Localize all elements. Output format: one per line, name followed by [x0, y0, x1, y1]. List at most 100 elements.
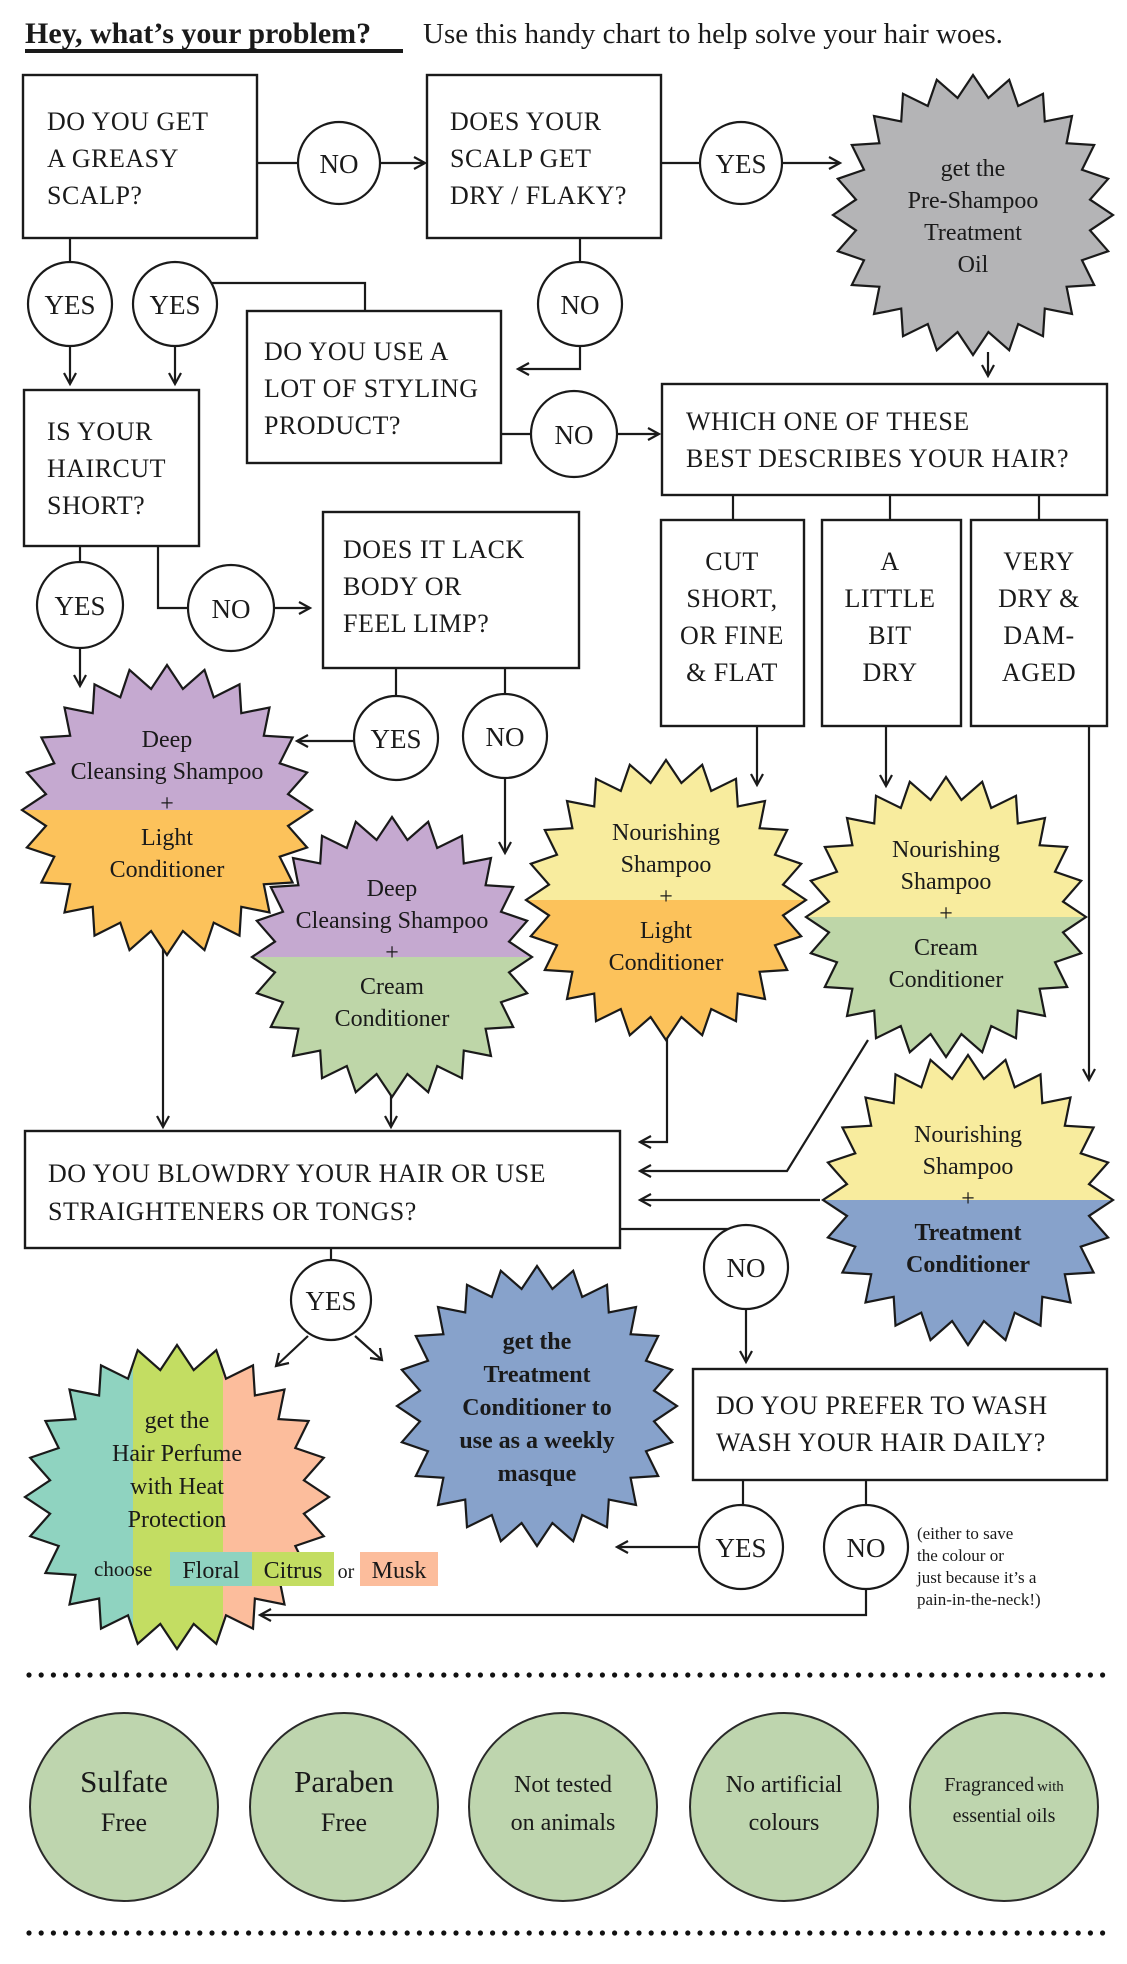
product-text: use as a weekly [459, 1428, 614, 1454]
connector-line [212, 281, 367, 311]
connector-line [156, 546, 188, 610]
separator-dot [514, 1930, 520, 1936]
separator-dot [502, 1672, 508, 1678]
header-subtitle: Use this handy chart to help solve your … [423, 18, 1003, 50]
starburst-outline [250, 815, 534, 1099]
separator-dot [770, 1672, 776, 1678]
starburst-outline [395, 1264, 679, 1548]
separator-dot [599, 1930, 606, 1936]
answer-no[interactable]: NO [822, 1503, 910, 1591]
separator-dot [734, 1672, 740, 1678]
badge-text-main: Fragranced [944, 1774, 1034, 1796]
product-text: Cleansing Shampoo [296, 908, 489, 934]
separator-dot [770, 1930, 776, 1936]
separator-dot [343, 1930, 349, 1936]
option-floral-label: Floral [182, 1558, 240, 1584]
or-label: or [338, 1561, 355, 1583]
answer-yes[interactable]: YES [131, 260, 219, 348]
question-text: WHICH ONE OF THESE [686, 407, 970, 436]
separator-dot [355, 1672, 361, 1678]
answer-no[interactable]: NO [529, 389, 619, 479]
header-title: Hey, what’s your problem? [25, 17, 371, 50]
arrow-down-icon [879, 774, 893, 789]
product-deep-cleansing-cream-conditioner: Deep Cleansing Shampoo + Cream Condition… [250, 815, 534, 1099]
separator-dot [978, 1672, 984, 1678]
arrow-left-icon [614, 1540, 629, 1554]
answer-label: NO [320, 149, 359, 179]
option-musk-label: Musk [372, 1558, 427, 1584]
separator-dot [1014, 1672, 1020, 1678]
answer-yes[interactable]: YES [26, 260, 114, 348]
product-text: Shampoo [923, 1154, 1014, 1180]
arrow-right-icon [647, 427, 662, 441]
separator-dot [99, 1930, 105, 1936]
option-cut-short[interactable]: CUT SHORT, OR FINE & FLAT [659, 518, 806, 728]
separator-dot [1002, 1930, 1008, 1936]
separator-dot [209, 1930, 215, 1936]
arrow-down-icon [168, 372, 182, 387]
answer-yes[interactable]: YES [697, 1503, 785, 1591]
answer-yes[interactable]: YES [698, 120, 784, 206]
dotted-separator-bottom [26, 1930, 1106, 1936]
question-text: DRY / FLAKY? [450, 181, 627, 210]
question-blowdry: DO YOU BLOWDRY YOUR HAIR OR USE STRAIGHT… [23, 1129, 622, 1250]
arrow-down-icon [384, 1115, 398, 1130]
product-text: get the [503, 1329, 572, 1355]
badge-text: Not tested [514, 1772, 612, 1798]
option-very-dry[interactable]: VERY DRY & DAM- AGED [969, 518, 1109, 728]
option-floral[interactable]: Floral [170, 1552, 252, 1586]
separator-dot [697, 1672, 703, 1678]
starburst-outline [524, 758, 808, 1042]
separator-dot [538, 1930, 545, 1936]
separator-dot [453, 1672, 459, 1678]
separator-dot [209, 1672, 215, 1678]
separator-dot [965, 1672, 972, 1678]
answer-no[interactable]: NO [702, 1223, 790, 1311]
arrow-diag-icon [274, 1352, 290, 1368]
connector-line [275, 1335, 309, 1367]
separator-dot [172, 1930, 178, 1936]
question-text: HAIRCUT [47, 454, 166, 483]
separator-dot [917, 1930, 923, 1936]
separator-dot [477, 1930, 483, 1936]
question-text: IS YOUR [47, 417, 153, 446]
option-citrus[interactable]: Citrus [252, 1552, 334, 1586]
plus-sign: + [385, 940, 399, 966]
arrow-right-icon [413, 156, 428, 170]
answer-yes[interactable]: YES [35, 560, 125, 650]
question-text: DO YOU GET [47, 107, 208, 136]
option-musk[interactable]: Musk [360, 1552, 438, 1586]
arrow-down-icon [156, 1115, 170, 1130]
separator-dot [124, 1930, 130, 1936]
separator-dot [587, 1930, 593, 1936]
product-text: Shampoo [621, 852, 712, 878]
separator-dot [87, 1930, 93, 1936]
separator-dot [953, 1930, 959, 1936]
separator-dot [307, 1930, 313, 1936]
answer-no[interactable]: NO [296, 120, 382, 206]
badge-paraben-free: Paraben Free [249, 1712, 439, 1902]
plus-sign: + [961, 1186, 975, 1212]
separator-dot [807, 1930, 813, 1936]
answer-no[interactable]: NO [536, 260, 624, 348]
separator-dot [660, 1930, 667, 1936]
option-text: AGED [1002, 658, 1076, 687]
question-styling: DO YOU USE A LOT OF STYLING PRODUCT? [245, 309, 503, 465]
separator-dot [868, 1930, 874, 1936]
product-text: Conditioner [906, 1252, 1030, 1278]
answer-yes[interactable]: YES [352, 694, 440, 782]
question-text: DO YOU PREFER TO WASH [716, 1391, 1048, 1420]
separator-dot [782, 1672, 789, 1678]
option-text: & FLAT [686, 658, 778, 687]
header: Hey, what’s your problem? Use this handy… [25, 17, 1003, 53]
option-little-dry[interactable]: A LITTLE BIT DRY [820, 518, 963, 728]
answer-label: NO [727, 1253, 766, 1283]
product-text: Conditioner [889, 967, 1004, 993]
arrow-right-icon [828, 156, 843, 170]
answer-no[interactable]: NO [186, 563, 276, 653]
answer-no[interactable]: NO [461, 692, 549, 780]
connectors [63, 156, 1096, 1622]
answer-yes[interactable]: YES [289, 1258, 373, 1342]
